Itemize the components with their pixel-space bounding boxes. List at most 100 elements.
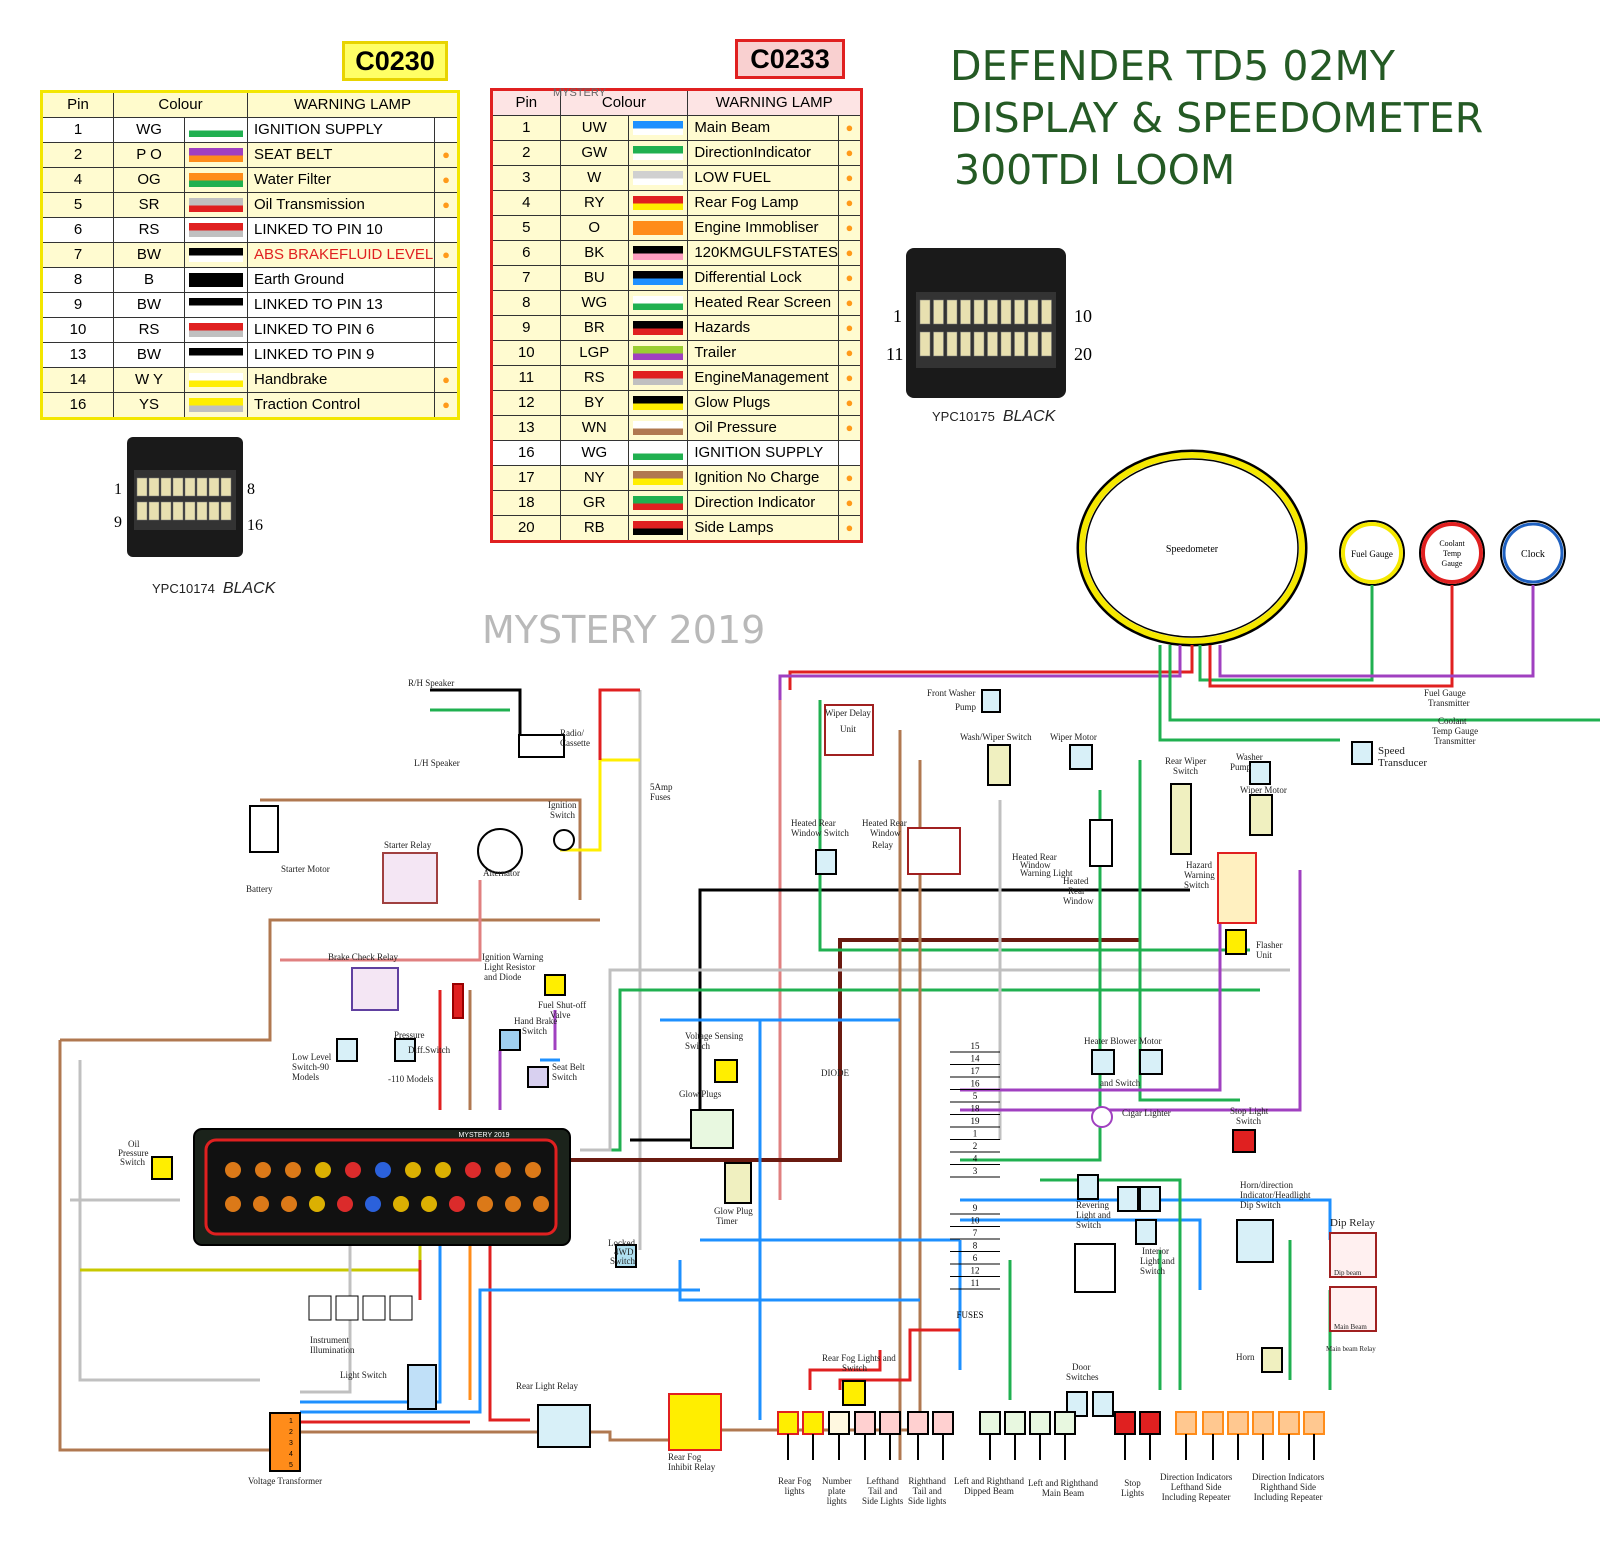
wire-colour-code: BW <box>113 242 185 268</box>
fuse-number: 17 <box>971 1066 981 1076</box>
wire-colour-code: BY <box>559 390 629 416</box>
voltage-transformer-pin: 5 <box>289 1462 293 1469</box>
pin-number: 16 <box>41 392 114 419</box>
lamp-group-label-line: Righthand <box>908 1476 946 1486</box>
seatbelt-icon: ● <box>434 142 459 168</box>
cluster-lamp-lower <box>365 1196 381 1212</box>
lamp-group-label-line: plate <box>828 1486 846 1496</box>
starter-motor-label: Starter Motor <box>281 864 330 874</box>
main-beam-label: Main Beam <box>1334 1323 1367 1331</box>
colour-swatch <box>632 396 684 410</box>
no-icon <box>434 342 459 368</box>
wire-colour-code: WN <box>559 415 629 441</box>
cluster-lamp-upper <box>405 1162 421 1178</box>
arrow-left-icon: ● <box>837 490 863 516</box>
title-line-1: DEFENDER TD5 02MY <box>950 42 1395 90</box>
cluster-lamp-lower <box>421 1196 437 1212</box>
warning-lamp-name: Direction Indicator <box>687 490 839 516</box>
fuse-number: 6 <box>973 1253 978 1263</box>
voltage-sensing-label-2: Switch <box>685 1041 711 1051</box>
wire-colour-swatch <box>184 217 248 243</box>
c0233-title: C0233 <box>735 39 845 79</box>
fuel-transmitter-label-1: Fuel Gauge <box>1424 688 1466 698</box>
low-level-switch-box <box>336 1038 358 1062</box>
front-washer-label-2: Pump <box>955 702 977 712</box>
connector-pin-cavity <box>973 331 985 357</box>
reverse-light-box <box>1117 1186 1139 1212</box>
fuel-shutoff-box <box>544 974 566 996</box>
cluster-warning-lamps <box>225 1162 549 1212</box>
connector-pin-cavity <box>1041 331 1052 357</box>
wire-colour-swatch <box>184 317 248 343</box>
lamp-group-label-line: Righthand Side <box>1260 1482 1316 1492</box>
interior-label-2: Light and <box>1140 1256 1175 1266</box>
stop-light-switch-label-2: Switch <box>1236 1116 1262 1126</box>
dip-relay-label: Dip Relay <box>1330 1217 1375 1229</box>
wiper-delay-label-2: Unit <box>840 724 857 734</box>
oil-pressure-label-2: Pressure <box>118 1148 149 1158</box>
oil-pressure-switch-box <box>151 1156 173 1180</box>
coolant-label-3: Gauge <box>1442 559 1463 568</box>
pin-number: 1 <box>41 117 114 143</box>
lamp-bulb <box>802 1411 824 1435</box>
rear-fog-switch-label-2: Switch <box>842 1363 868 1373</box>
voltage-transformer-pin: 4 <box>289 1451 293 1458</box>
door-switch-box-2 <box>1092 1391 1114 1417</box>
lh-speaker-label: L/H Speaker <box>414 758 460 768</box>
pressure-label-1: Pressure <box>394 1030 425 1040</box>
warning-lamp-name: Engine Immobliser <box>687 215 839 241</box>
locked-4wd-label-3: Switch <box>610 1256 636 1266</box>
light-switch-box <box>407 1364 437 1410</box>
pin-number: 8 <box>491 290 561 316</box>
low-level-label-1: Low Level <box>292 1052 332 1062</box>
lamp-bulb <box>854 1411 876 1435</box>
heated-rear-window-box <box>1089 819 1113 867</box>
flasher-label-2: Unit <box>1256 950 1273 960</box>
title-line-2: DISPLAY & SPEEDOMETER <box>950 94 1484 142</box>
c0230-title: C0230 <box>342 41 448 81</box>
warning-lamp-name: Trailer <box>687 340 839 366</box>
warning-lamp-name: Traction Control <box>247 392 435 419</box>
rear-fog-inhibit-label-2: Inhibit Relay <box>668 1462 716 1472</box>
wire-colour-swatch <box>627 515 689 542</box>
battery-symbol <box>249 805 279 853</box>
speed-transducer-box <box>1351 741 1373 765</box>
c0233-connector-drawing <box>906 248 1066 398</box>
colour-swatch <box>632 121 684 135</box>
brake-check-relay-label: Brake Check Relay <box>328 952 398 962</box>
washer-pump-label-2: Pump <box>1230 762 1252 772</box>
lamp-bulb <box>1114 1411 1136 1435</box>
connector-pin-cavity <box>973 299 985 325</box>
transmission-icon: ● <box>434 192 459 218</box>
cluster-lamp-upper <box>495 1162 511 1178</box>
colour-swatch <box>632 171 684 185</box>
fuses-5amp-label-2: Fuses <box>650 792 671 802</box>
fuse-number: 15 <box>971 1041 981 1051</box>
coolant-label-2: Temp <box>1443 549 1461 558</box>
lamp-bulb <box>1175 1411 1197 1435</box>
colour-swatch <box>632 196 684 210</box>
rear-light-relay-box <box>537 1404 591 1448</box>
cigar-lighter-label: Cigar Lighter <box>1122 1108 1171 1118</box>
hrw-relay-label-2: Window <box>870 828 901 838</box>
pin-number: 20 <box>491 515 561 542</box>
pin-number: 3 <box>491 165 561 191</box>
connector-pin-cavity <box>987 299 998 325</box>
main-beam-icon: ● <box>837 115 863 141</box>
oil-pressure-label-1: Oil <box>128 1139 140 1149</box>
light-switch-label: Light Switch <box>340 1370 387 1380</box>
radio-label-1: Radio/ <box>560 728 584 738</box>
c0230-connector-drawing <box>127 437 243 557</box>
cluster-lamp-upper <box>315 1162 331 1178</box>
warning-lamp-name: DirectionIndicator <box>687 140 839 166</box>
wire-colour-code: BR <box>559 315 629 341</box>
cluster-lamp-lower <box>505 1196 521 1212</box>
fuse-number: 14 <box>971 1054 981 1064</box>
